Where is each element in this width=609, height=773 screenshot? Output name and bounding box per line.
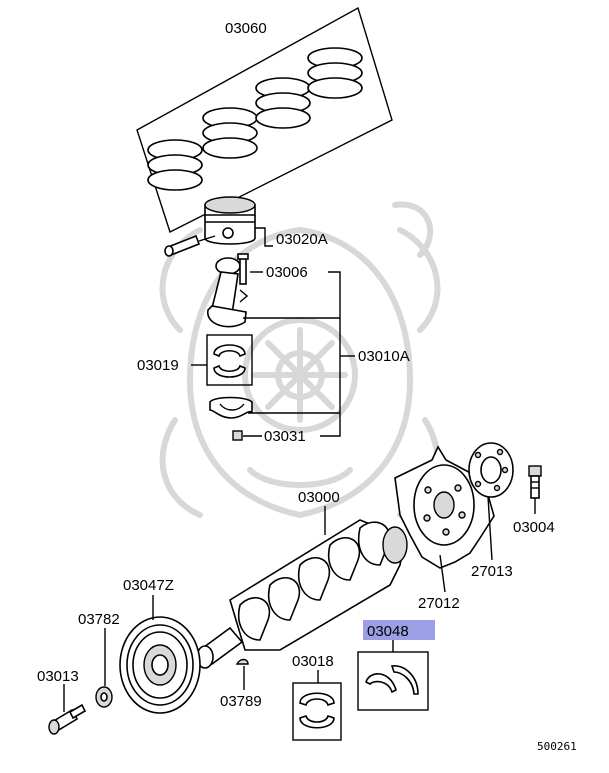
label-03031[interactable]: 03031: [264, 428, 306, 445]
rod-cap[interactable]: [209, 396, 253, 419]
piston-pin: [164, 234, 201, 257]
label-03013[interactable]: 03013: [37, 668, 79, 685]
label-03020A[interactable]: 03020A: [276, 231, 328, 248]
label-03000[interactable]: 03000: [298, 489, 340, 506]
label-03010A[interactable]: 03010A: [358, 348, 410, 365]
piston-assembly[interactable]: [164, 196, 256, 257]
crank-webs: [238, 521, 391, 641]
woodruff-key[interactable]: [235, 658, 249, 665]
thrust-bearing-box[interactable]: [357, 651, 429, 711]
main-bearing-box[interactable]: [292, 682, 342, 741]
label-03047Z[interactable]: 03047Z: [123, 577, 174, 594]
label-27012[interactable]: 27012: [418, 595, 460, 612]
piston-ring-set[interactable]: [136, 6, 393, 233]
rod-nut[interactable]: [232, 430, 243, 441]
flywheel-bolt[interactable]: [528, 465, 542, 499]
rod-bolt: [237, 253, 249, 303]
connecting-rod[interactable]: [207, 253, 249, 328]
label-03789[interactable]: 03789: [220, 693, 262, 710]
label-03048[interactable]: 03048: [367, 623, 409, 640]
crank-pulley[interactable]: [119, 616, 201, 714]
ring-stack-2: [202, 107, 258, 159]
ring-stack-3: [255, 77, 311, 129]
ring-stack-1: [147, 139, 203, 191]
diagram-reference: 500261: [537, 740, 577, 753]
ring-stack-4: [307, 47, 363, 99]
rod-bearing-box[interactable]: [206, 334, 253, 386]
label-03004[interactable]: 03004: [513, 519, 555, 536]
label-03018[interactable]: 03018: [292, 653, 334, 670]
crankshaft[interactable]: [196, 519, 408, 669]
label-27013[interactable]: 27013: [471, 563, 513, 580]
label-03019[interactable]: 03019: [137, 357, 179, 374]
pulley-bolt[interactable]: [48, 703, 87, 735]
label-03782[interactable]: 03782: [78, 611, 120, 628]
label-03006[interactable]: 03006: [266, 264, 308, 281]
pulley-washer[interactable]: [95, 686, 113, 708]
highlight-03048: [363, 620, 435, 640]
adapter-plate[interactable]: [468, 442, 514, 498]
label-03060[interactable]: 03060: [225, 20, 267, 37]
